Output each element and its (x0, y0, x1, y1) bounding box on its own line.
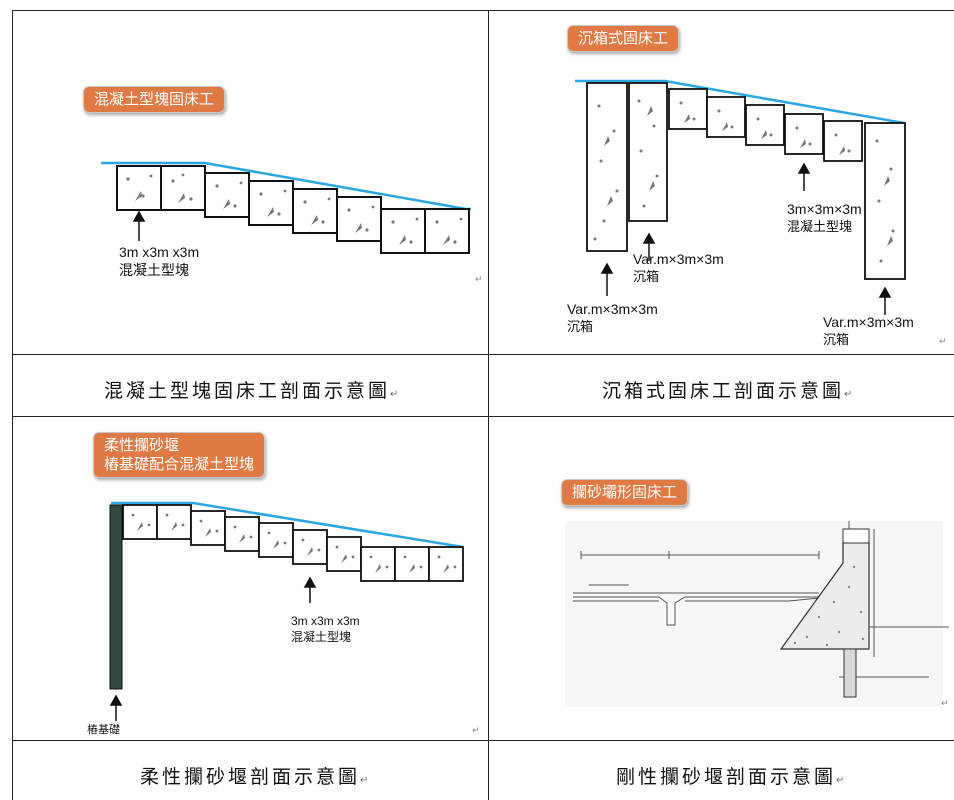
flexible-tag: 柔性攔砂堰 樁基礎配合混凝土型塊 (93, 432, 266, 478)
concrete-block (204, 172, 250, 218)
concrete-block (424, 208, 470, 254)
flexible-block-name: 混凝土型塊 (291, 630, 352, 644)
caisson-middle (628, 82, 668, 222)
paragraph-mark: ↵ (475, 275, 483, 285)
concrete-block (122, 504, 158, 540)
concrete-block (248, 180, 294, 226)
caisson-left-arrow (600, 262, 614, 296)
concrete-block (823, 120, 863, 162)
caisson-left-name: 沉箱 (567, 319, 594, 334)
concrete-block (258, 522, 294, 558)
pile-name: 樁基礎 (87, 724, 120, 736)
concrete-caption: 混凝土型塊固床工剖面示意圖↵ (104, 380, 399, 402)
concrete-block (380, 208, 426, 254)
table-border-left (12, 10, 13, 800)
concrete-tag: 混凝土型塊固床工 (83, 86, 226, 113)
caisson-block-dim: 3m×3m×3m (787, 201, 862, 217)
concrete-block (668, 88, 708, 130)
concrete-block (292, 188, 338, 234)
paragraph-mark: ↵ (472, 726, 480, 736)
rigid-weir-drawing (565, 521, 949, 707)
aggregate-texture (131, 513, 457, 573)
caisson-middle-name: 沉箱 (633, 269, 660, 284)
block-arrow (132, 210, 146, 241)
drawing-background (565, 521, 943, 707)
flexible-panel: 柔性攔砂堰 樁基礎配合混凝土型塊 (13, 417, 488, 740)
paragraph-mark: ↵ (941, 699, 949, 709)
water-surface-line (111, 501, 464, 549)
caisson-right-dim: Var.m×3m×3m (823, 314, 914, 330)
paragraph-mark: ↵ (939, 337, 947, 347)
table-divider-row2 (12, 416, 954, 417)
flexible-caption: 柔性攔砂堰剖面示意圖↵ (140, 766, 369, 788)
concrete-block (292, 529, 328, 565)
flexible-diagram (109, 501, 464, 721)
caisson-block-name: 混凝土型塊 (787, 219, 853, 234)
concrete-block (360, 546, 396, 582)
pile-arrow (109, 694, 123, 721)
concrete-block (336, 196, 382, 242)
water-surface-line (575, 79, 905, 125)
concrete-block (156, 504, 192, 540)
caisson-right (864, 122, 906, 280)
weir-aggregate (793, 565, 865, 647)
caisson-panel: 沉箱式固床工 (489, 11, 954, 354)
table-divider-row3 (12, 740, 954, 741)
aggregate-texture (593, 99, 895, 263)
caisson-tag: 沉箱式固床工 (567, 25, 680, 52)
concrete-block (224, 516, 260, 552)
table-divider-row1 (12, 354, 954, 355)
rigid-caption: 剛性攔砂堰剖面示意圖↵ (616, 766, 845, 788)
caisson-right-name: 沉箱 (823, 332, 850, 347)
concrete-block (160, 165, 206, 211)
aggregate-texture (126, 173, 463, 245)
block-arrow (303, 576, 317, 603)
caisson-left (586, 82, 628, 252)
weir-foundation (843, 648, 857, 698)
concrete-block (394, 546, 430, 582)
weir-crest (842, 528, 870, 544)
table-border-top (12, 10, 954, 11)
caisson-right-arrow (878, 286, 892, 315)
concrete-block (326, 536, 362, 572)
concrete-block (428, 546, 464, 582)
concrete-block (190, 510, 226, 546)
pile-foundation (109, 504, 123, 690)
concrete-block (745, 104, 785, 146)
rigid-panel: 攔砂壩形固床工 (489, 417, 954, 740)
concrete-block (116, 165, 162, 211)
flexible-block-dim: 3m x3m x3m (291, 614, 360, 628)
caisson-middle-arrow (642, 232, 656, 261)
block-arrow (797, 162, 811, 191)
concrete-block (706, 96, 746, 138)
concrete-panel: 混凝土型塊固床工 (13, 11, 488, 354)
caisson-middle-dim: Var.m×3m×3m (633, 251, 724, 267)
concrete-diagram (101, 161, 471, 254)
caisson-diagram (575, 79, 906, 315)
caisson-left-dim: Var.m×3m×3m (567, 301, 658, 317)
concrete-block-dim: 3m x3m x3m (119, 244, 200, 260)
table-divider-center (488, 10, 489, 800)
concrete-block-name: 混凝土型塊 (119, 262, 189, 278)
figure-table: 混凝土型塊固床工 (12, 10, 954, 800)
concrete-block (784, 113, 824, 155)
rigid-tag: 攔砂壩形固床工 (561, 479, 689, 506)
caisson-caption: 沉箱式固床工剖面示意圖↵ (602, 380, 853, 402)
